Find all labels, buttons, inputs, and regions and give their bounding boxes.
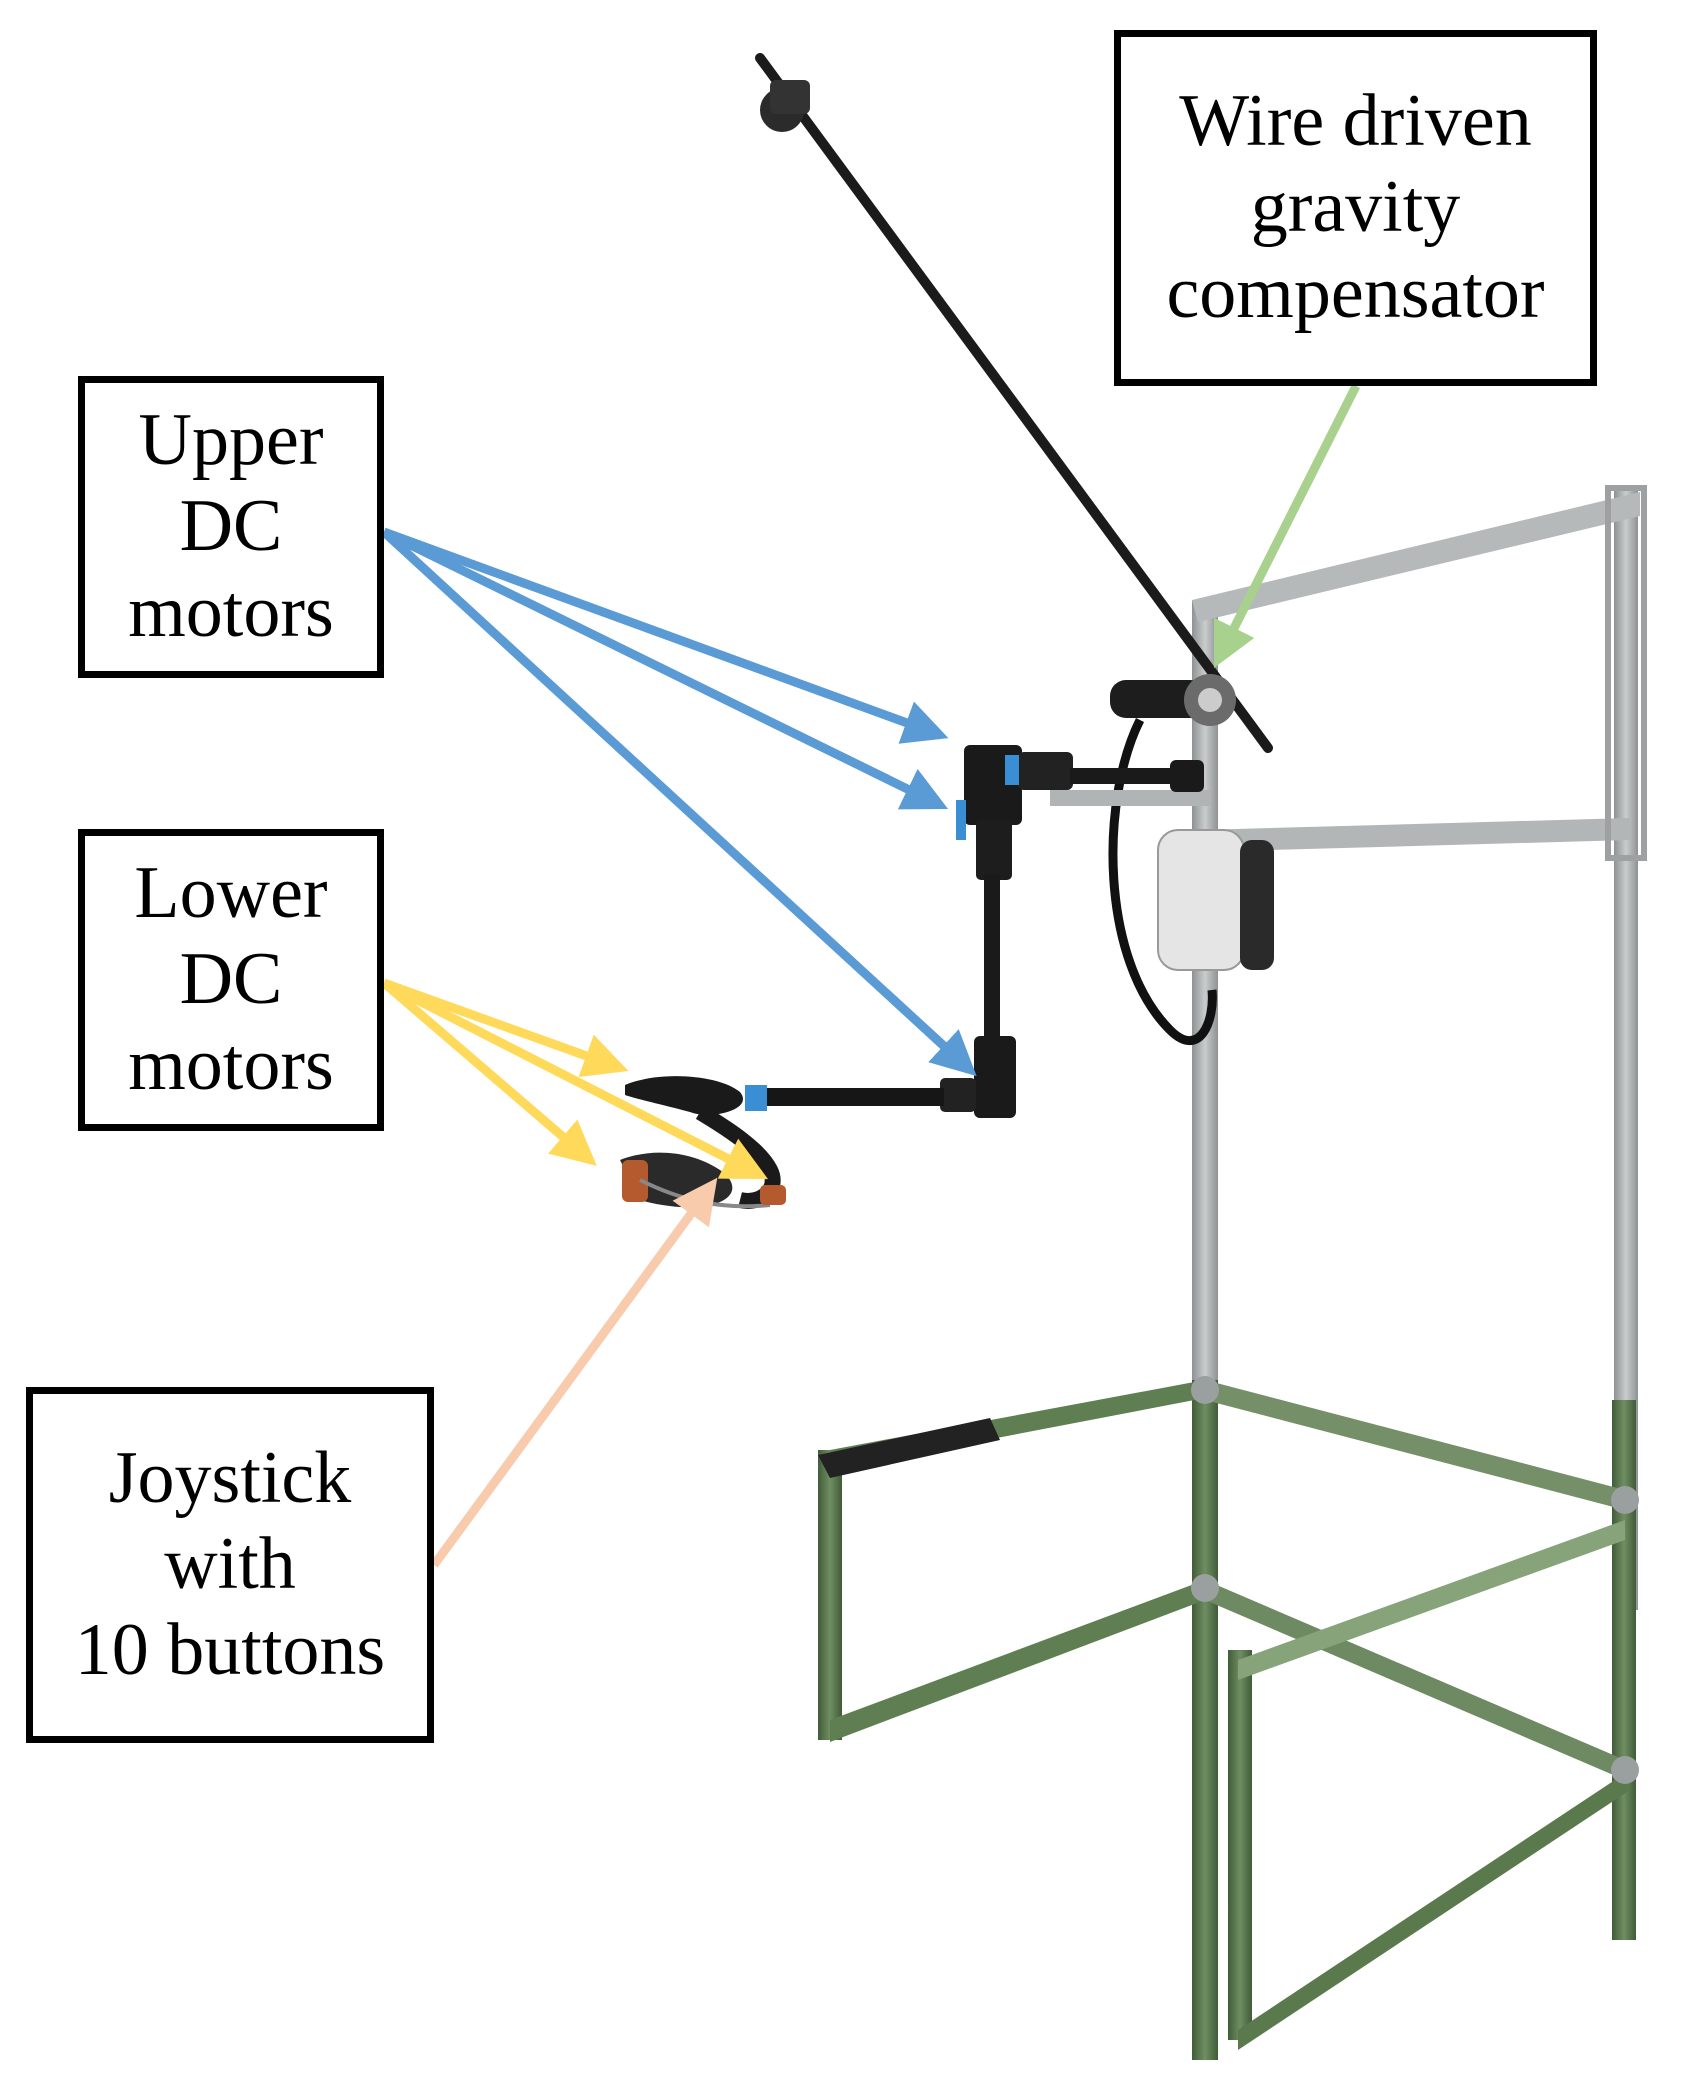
label-line: motors — [128, 1023, 334, 1106]
label-line: Wire driven — [1179, 80, 1532, 163]
label-line: motors — [128, 570, 334, 653]
callout-arrows — [380, 383, 1361, 1568]
label-line: 10 buttons — [74, 1608, 386, 1691]
label-line: Upper — [138, 399, 324, 482]
label-line: DC — [179, 938, 283, 1021]
label-lower-dc-motors: Lower DC motors — [78, 829, 384, 1131]
boom — [755, 53, 1273, 753]
lower-arrow-1 — [382, 978, 629, 1077]
lower-arrow-2 — [381, 979, 597, 1166]
label-joystick: Joystick with 10 buttons — [26, 1387, 434, 1743]
label-line: DC — [179, 485, 283, 568]
label-line: gravity — [1250, 166, 1461, 249]
upper-arrow-3 — [380, 528, 977, 1077]
label-line: Joystick — [108, 1437, 352, 1520]
compensator-assembly — [1050, 674, 1274, 1046]
gravity-arrow — [1213, 383, 1361, 669]
lower-arrow-3 — [381, 978, 769, 1180]
label-upper-dc-motors: Upper DC motors — [78, 376, 384, 678]
upper-arrow-2 — [382, 527, 949, 810]
frame — [818, 485, 1647, 2060]
label-gravity-compensator: Wire driven gravity compensator — [1114, 30, 1597, 386]
robot-arm — [620, 745, 1204, 1209]
label-line: with — [164, 1523, 296, 1606]
joystick-arrow — [430, 1177, 718, 1568]
label-line: Lower — [134, 852, 328, 935]
label-line: compensator — [1166, 251, 1545, 334]
upper-arrow-1 — [382, 527, 949, 744]
